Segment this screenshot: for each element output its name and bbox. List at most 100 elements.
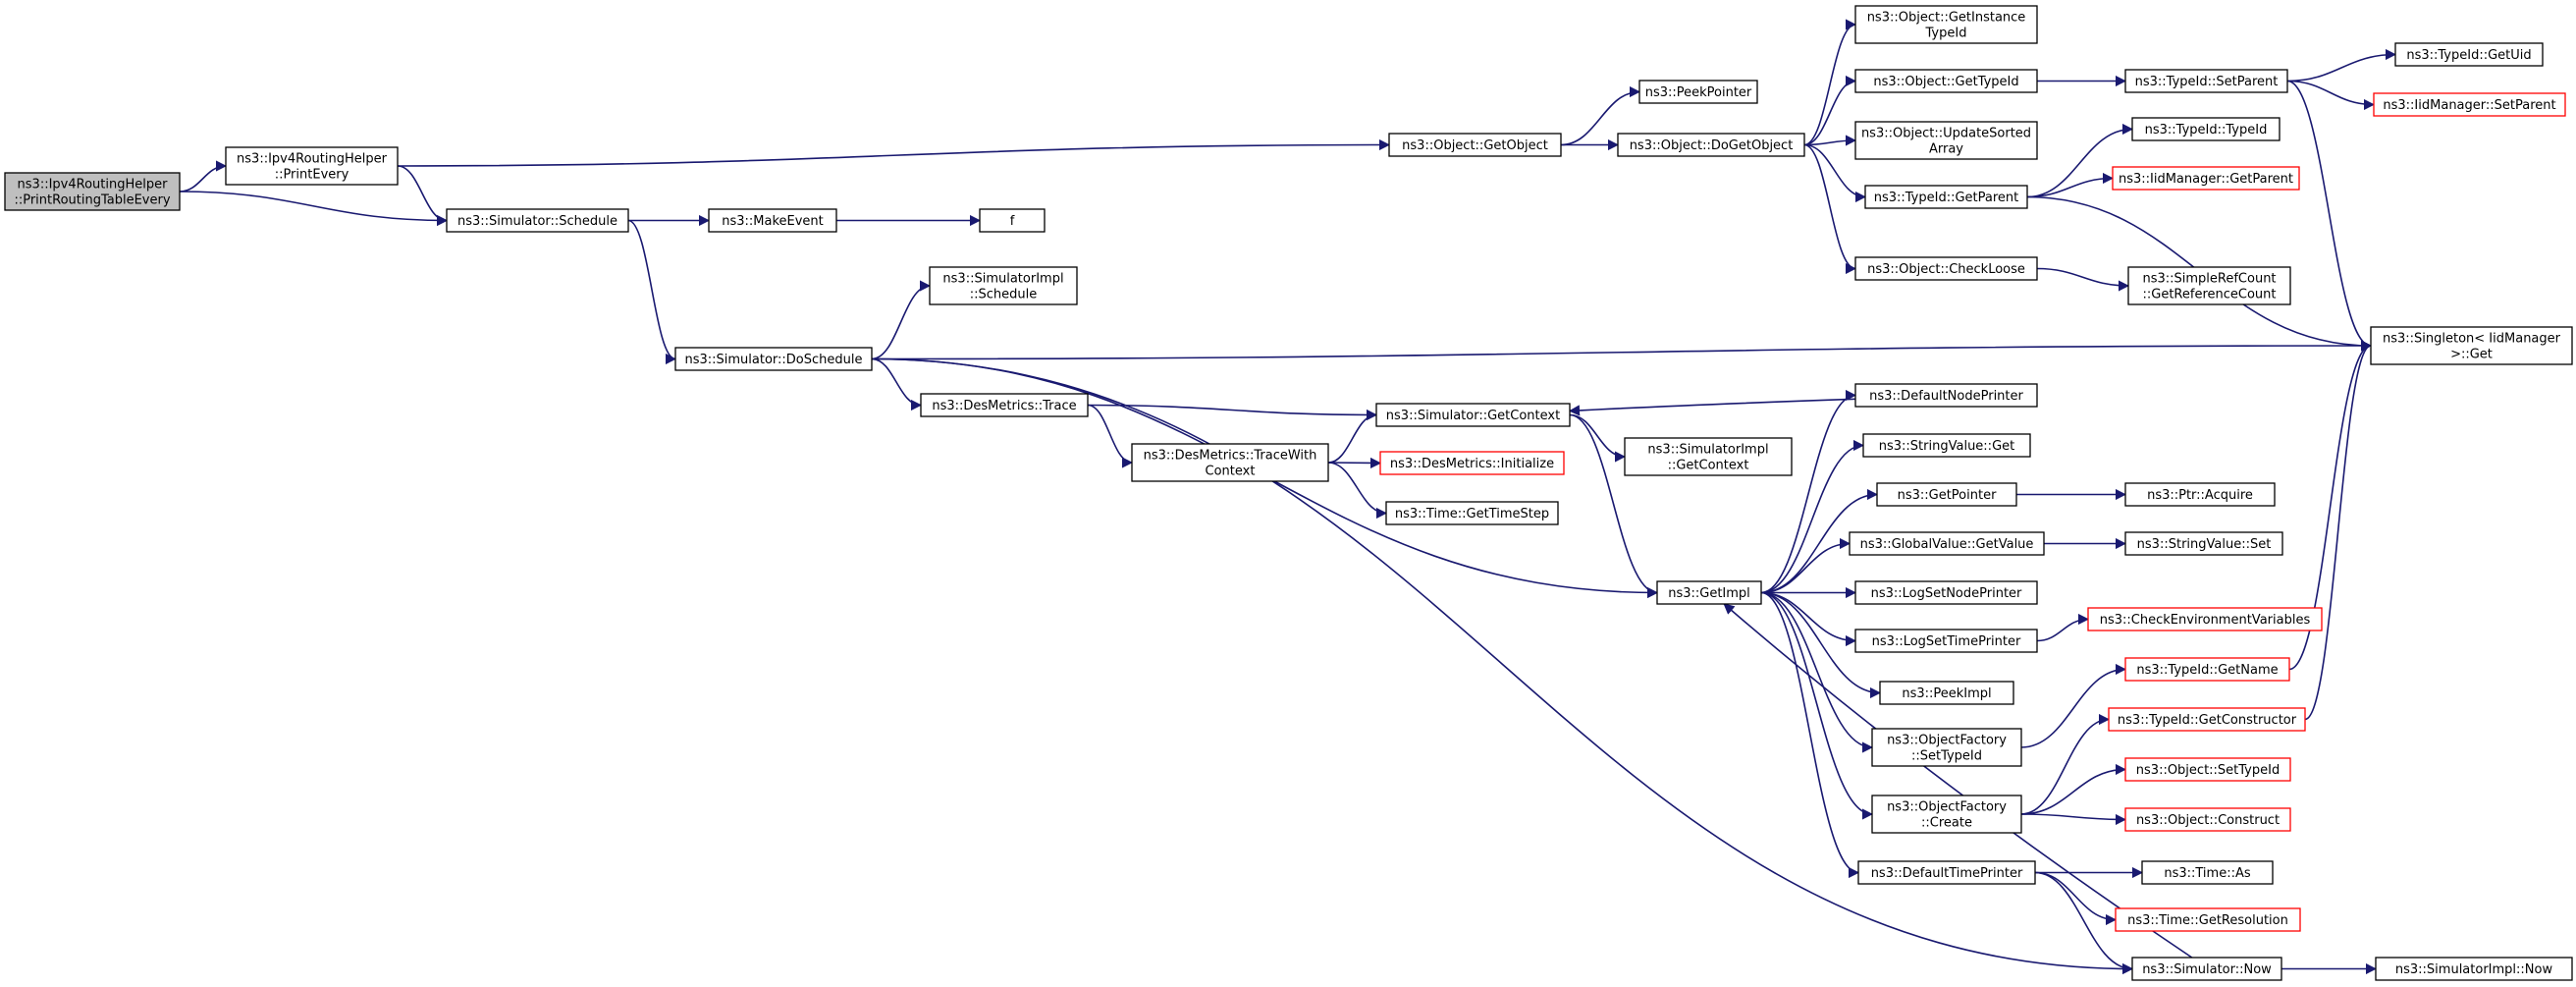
- node-label: ns3::DesMetrics::Initialize: [1390, 457, 1554, 471]
- node-label: ns3::StringValue::Set: [2137, 537, 2272, 552]
- edge-doGetObject-to-tidGetParent: [1803, 143, 1867, 203]
- node-box: [446, 208, 629, 233]
- node-label: ns3::CheckEnvironmentVariables: [2100, 613, 2311, 628]
- node-box: [2394, 42, 2544, 67]
- node-checkEnv[interactable]: ns3::CheckEnvironmentVariables: [2087, 607, 2323, 631]
- node-schedule[interactable]: ns3::Simulator::Schedule: [446, 208, 629, 233]
- edge-schedule-to-doSchedule: [627, 219, 677, 365]
- edge-tidGetName-to-singleton: [2288, 340, 2373, 671]
- node-tidGetParent[interactable]: ns3::TypeId::GetParent: [1864, 185, 2028, 209]
- node-label: ns3::LogSetTimePrinter: [1872, 634, 2021, 649]
- node-box: [979, 208, 1046, 233]
- node-label: >::Get: [2450, 347, 2493, 361]
- edge-getContext-to-getImpl: [1569, 413, 1659, 599]
- node-peekPointer[interactable]: ns3::PeekPointer: [1638, 80, 1758, 104]
- node-label: ns3::PeekPointer: [1645, 85, 1752, 100]
- edge-defaultTimePrinter-to-simNow: [2034, 871, 2134, 975]
- node-makeEvent[interactable]: ns3::MakeEvent: [708, 208, 837, 233]
- node-label: ns3::Object::UpdateSorted: [1861, 126, 2031, 140]
- node-ofSetTypeId[interactable]: ns3::ObjectFactory::SetTypeId: [1871, 728, 2022, 767]
- node-box: [1854, 256, 2038, 281]
- node-label: ns3::GetPointer: [1898, 488, 1997, 503]
- edge-getImpl-to-ofSetTypeId: [1760, 591, 1874, 753]
- edge-getImpl-to-defaultNodePrinter: [1760, 389, 1857, 594]
- node-printEvery[interactable]: ns3::Ipv4RoutingHelper::PrintEvery: [225, 146, 399, 186]
- edge-ofCreate-to-objConstruct: [2020, 813, 2127, 826]
- edge-tidGetParent-to-iidGetParent: [2026, 172, 2115, 198]
- node-box: [2124, 807, 2291, 832]
- node-getPointer[interactable]: ns3::GetPointer: [1876, 482, 2017, 507]
- node-box: [2112, 166, 2300, 191]
- node-setParent[interactable]: ns3::TypeId::SetParent: [2124, 69, 2288, 93]
- node-label: ns3::IidManager::GetParent: [2119, 172, 2293, 187]
- edge-doSchedule-to-implSchedule: [871, 280, 932, 360]
- node-label: ns3::Object::SetTypeId: [2136, 763, 2280, 778]
- node-label: ns3::PeekImpl: [1902, 686, 1991, 701]
- node-iidGetParent[interactable]: ns3::IidManager::GetParent: [2112, 166, 2300, 191]
- node-implNow[interactable]: ns3::SimulatorImpl::Now: [2375, 957, 2573, 981]
- node-simNow[interactable]: ns3::Simulator::Now: [2131, 957, 2282, 981]
- node-label: ::PrintEvery: [275, 167, 349, 182]
- node-box: [1656, 580, 1762, 605]
- node-singleton[interactable]: ns3::Singleton< IidManager >::Get: [2370, 326, 2573, 365]
- node-label: ns3::Time::GetTimeStep: [1395, 507, 1549, 521]
- edge-defaultNodePrinter-to-getContext: [1568, 398, 1856, 416]
- node-box: [2370, 326, 2573, 365]
- node-label: ns3::TypeId::GetUid: [2406, 48, 2531, 63]
- node-desTrace[interactable]: ns3::DesMetrics::Trace: [920, 393, 1089, 417]
- node-iidSetParent[interactable]: ns3::IidManager::SetParent: [2373, 92, 2566, 117]
- node-gvGetValue[interactable]: ns3::GlobalValue::GetValue: [1849, 531, 2045, 556]
- edge-doSchedule-to-simNow: [871, 357, 2134, 975]
- node-getTimeStep[interactable]: ns3::Time::GetTimeStep: [1385, 501, 1559, 525]
- node-refCount[interactable]: ns3::SimpleRefCount::GetReferenceCount: [2127, 266, 2291, 305]
- node-label: ns3::Ipv4RoutingHelper: [237, 151, 388, 166]
- node-defaultNodePrinter[interactable]: ns3::DefaultNodePrinter: [1854, 383, 2038, 408]
- node-objSetTypeId[interactable]: ns3::Object::SetTypeId: [2124, 757, 2291, 782]
- node-tidGetName[interactable]: ns3::TypeId::GetName: [2124, 657, 2290, 682]
- node-peekImpl[interactable]: ns3::PeekImpl: [1879, 681, 2014, 705]
- node-implSchedule[interactable]: ns3::SimulatorImpl::Schedule: [929, 266, 1078, 305]
- node-doSchedule[interactable]: ns3::Simulator::DoSchedule: [674, 347, 873, 371]
- node-label: ns3::Object::CheckLoose: [1867, 262, 2025, 277]
- node-objConstruct[interactable]: ns3::Object::Construct: [2124, 807, 2291, 832]
- node-getUid[interactable]: ns3::TypeId::GetUid: [2394, 42, 2544, 67]
- node-doGetObject[interactable]: ns3::Object::DoGetObject: [1617, 133, 1805, 157]
- edge-ofCreate-to-objSetTypeId: [2020, 763, 2127, 815]
- node-ptrAcquire[interactable]: ns3::Ptr::Acquire: [2124, 482, 2276, 507]
- node-logSetTimePrinter[interactable]: ns3::LogSetTimePrinter: [1854, 629, 2038, 653]
- node-box: [1385, 501, 1559, 525]
- node-getContext[interactable]: ns3::Simulator::GetContext: [1375, 403, 1571, 427]
- node-logSetNodePrinter[interactable]: ns3::LogSetNodePrinter: [1854, 580, 2038, 605]
- node-tidGetConstructor[interactable]: ns3::TypeId::GetConstructor: [2108, 707, 2306, 732]
- node-f[interactable]: f: [979, 208, 1046, 233]
- edge-doSchedule-to-singleton: [871, 340, 2373, 360]
- node-defaultTimePrinter[interactable]: ns3::DefaultTimePrinter: [1857, 860, 2036, 885]
- node-stringValueGet[interactable]: ns3::StringValue::Get: [1862, 433, 2031, 458]
- node-stringValueSet[interactable]: ns3::StringValue::Set: [2124, 531, 2283, 556]
- node-label: ::PrintRoutingTableEvery: [14, 192, 170, 207]
- node-typeIdCtor[interactable]: ns3::TypeId::TypeId: [2131, 117, 2281, 141]
- node-implGetContext[interactable]: ns3::SimulatorImpl::GetContext: [1624, 437, 1793, 476]
- node-getImpl[interactable]: ns3::GetImpl: [1656, 580, 1762, 605]
- edge-setParent-to-iidSetParent: [2286, 80, 2376, 111]
- node-root[interactable]: ns3::Ipv4RoutingHelper::PrintRoutingTabl…: [4, 172, 181, 211]
- node-label: ns3::DesMetrics::TraceWith: [1144, 448, 1317, 463]
- node-label: ns3::IidManager::SetParent: [2383, 98, 2555, 113]
- node-timeAs[interactable]: ns3::Time::As: [2141, 860, 2274, 885]
- edge-desTraceWithContext-to-desInit: [1327, 457, 1382, 469]
- node-ofCreate[interactable]: ns3::ObjectFactory::Create: [1871, 795, 2022, 834]
- node-desInit[interactable]: ns3::DesMetrics::Initialize: [1379, 451, 1565, 475]
- node-objGetTypeId[interactable]: ns3::Object::GetTypeId: [1854, 69, 2038, 93]
- node-box: [2127, 266, 2291, 305]
- node-box: [708, 208, 837, 233]
- edge-desTrace-to-getContext: [1087, 404, 1378, 421]
- node-timeGetRes[interactable]: ns3::Time::GetResolution: [2115, 907, 2301, 932]
- node-label: ns3::Ipv4RoutingHelper: [18, 177, 169, 192]
- node-checkLoose[interactable]: ns3::Object::CheckLoose: [1854, 256, 2038, 281]
- node-getObject[interactable]: ns3::Object::GetObject: [1388, 133, 1562, 157]
- node-label: ns3::Object::GetInstance: [1867, 10, 2026, 25]
- node-box: [1854, 383, 2038, 408]
